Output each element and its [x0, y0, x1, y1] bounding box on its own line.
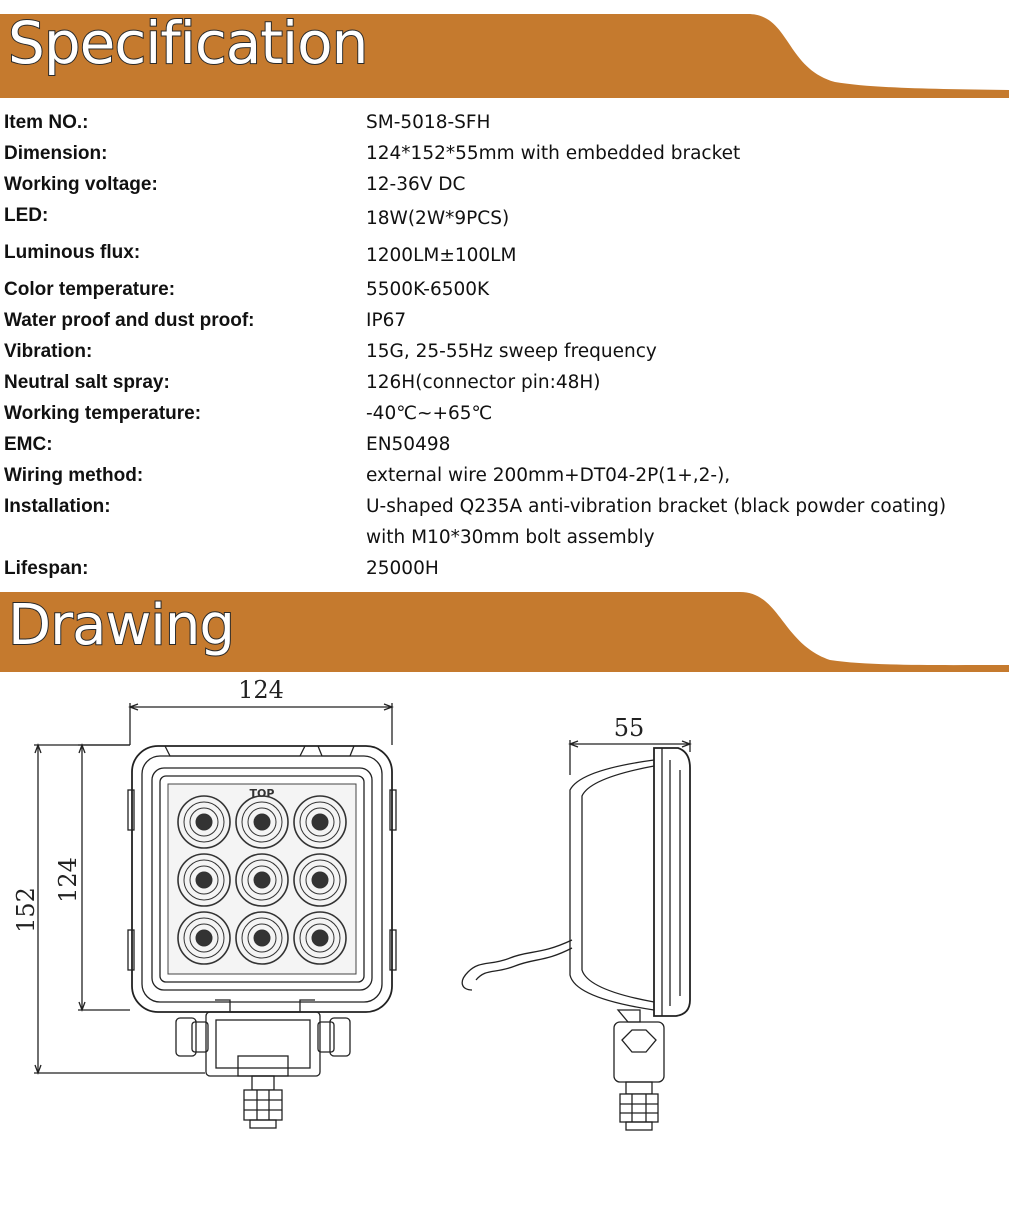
spec-label: LED:	[4, 205, 49, 226]
led-lens	[293, 853, 347, 907]
led-lens	[253, 929, 271, 947]
led-lens	[177, 795, 231, 849]
spec-value: 1200LM±100LM	[366, 245, 517, 266]
spec-label: Lifespan:	[4, 558, 89, 579]
spec-value: 25000H	[366, 558, 439, 579]
spec-value: SM-5018-SFH	[366, 112, 491, 133]
led-lens	[293, 795, 347, 849]
led-lens	[247, 807, 277, 837]
led-lens	[247, 923, 277, 953]
led-lens	[305, 807, 335, 837]
spec-label: Working temperature:	[4, 403, 202, 424]
led-lens	[293, 911, 347, 965]
spec-value: 124*152*55mm with embedded bracket	[366, 143, 741, 164]
spec-label: Neutral salt spray:	[4, 372, 170, 393]
led-lens	[183, 859, 225, 901]
led-lens	[189, 865, 219, 895]
technical-drawing: TOP	[12, 676, 692, 1131]
specification-title: Specification	[7, 9, 369, 77]
led-lens	[241, 917, 283, 959]
led-lens	[241, 859, 283, 901]
spec-value: IP67	[366, 310, 407, 331]
led-lens	[235, 911, 289, 965]
spec-value: external wire 200mm+DT04-2P(1+,2-),	[366, 465, 731, 486]
spec-value: 18W(2W*9PCS)	[366, 208, 510, 229]
drawing-title: Drawing	[7, 593, 236, 658]
led-lens	[177, 853, 231, 907]
led-lens	[177, 911, 231, 965]
led-lens	[235, 853, 289, 907]
led-lens	[195, 813, 213, 831]
spec-value: 12-36V DC	[366, 174, 466, 195]
led-lens	[235, 795, 289, 849]
spec-value: 126H(connector pin:48H)	[366, 372, 601, 393]
drawing-banner	[0, 592, 1009, 674]
led-lens	[183, 801, 225, 843]
led-lens	[305, 923, 335, 953]
spec-label: Working voltage:	[4, 174, 158, 195]
spec-label: EMC:	[4, 434, 53, 455]
led-lens	[183, 917, 225, 959]
side-depth-label: 55	[614, 714, 645, 742]
spec-label: Luminous flux:	[4, 242, 141, 263]
spec-label: Wiring method:	[4, 465, 144, 486]
spec-value: with M10*30mm bolt assembly	[366, 527, 655, 548]
led-lens	[305, 865, 335, 895]
specification-banner	[0, 6, 1009, 98]
led-lens	[299, 917, 341, 959]
spec-value: EN50498	[366, 434, 451, 455]
led-lens	[253, 871, 271, 889]
front-inner-height-label: 124	[54, 857, 82, 903]
banner-shape	[0, 14, 1009, 98]
led-lens	[311, 813, 329, 831]
led-lens	[195, 929, 213, 947]
spec-label: Dimension:	[4, 143, 108, 164]
front-total-height-label: 152	[12, 887, 40, 933]
top-mark: TOP	[250, 787, 275, 800]
led-lens	[299, 859, 341, 901]
spec-label: Vibration:	[4, 341, 93, 362]
led-lens	[311, 929, 329, 947]
spec-label: Installation:	[4, 496, 111, 517]
led-lens	[189, 807, 219, 837]
led-lens	[195, 871, 213, 889]
led-lens	[247, 865, 277, 895]
banner-shape	[0, 592, 1009, 672]
spec-label: Item NO.:	[4, 112, 89, 133]
spec-label: Color temperature:	[4, 279, 176, 300]
led-lens	[299, 801, 341, 843]
led-lens	[253, 813, 271, 831]
spec-value: 15G, 25-55Hz sweep frequency	[366, 341, 657, 362]
spec-value: 5500K-6500K	[366, 279, 490, 300]
led-lens	[189, 923, 219, 953]
front-width-label: 124	[238, 676, 284, 704]
led-lens	[311, 871, 329, 889]
lens-grid	[177, 795, 347, 965]
spec-value: -40℃~+65℃	[366, 403, 493, 424]
spec-label: Water proof and dust proof:	[4, 310, 255, 331]
spec-value: U-shaped Q235A anti-vibration bracket (b…	[366, 496, 947, 517]
led-lens	[241, 801, 283, 843]
